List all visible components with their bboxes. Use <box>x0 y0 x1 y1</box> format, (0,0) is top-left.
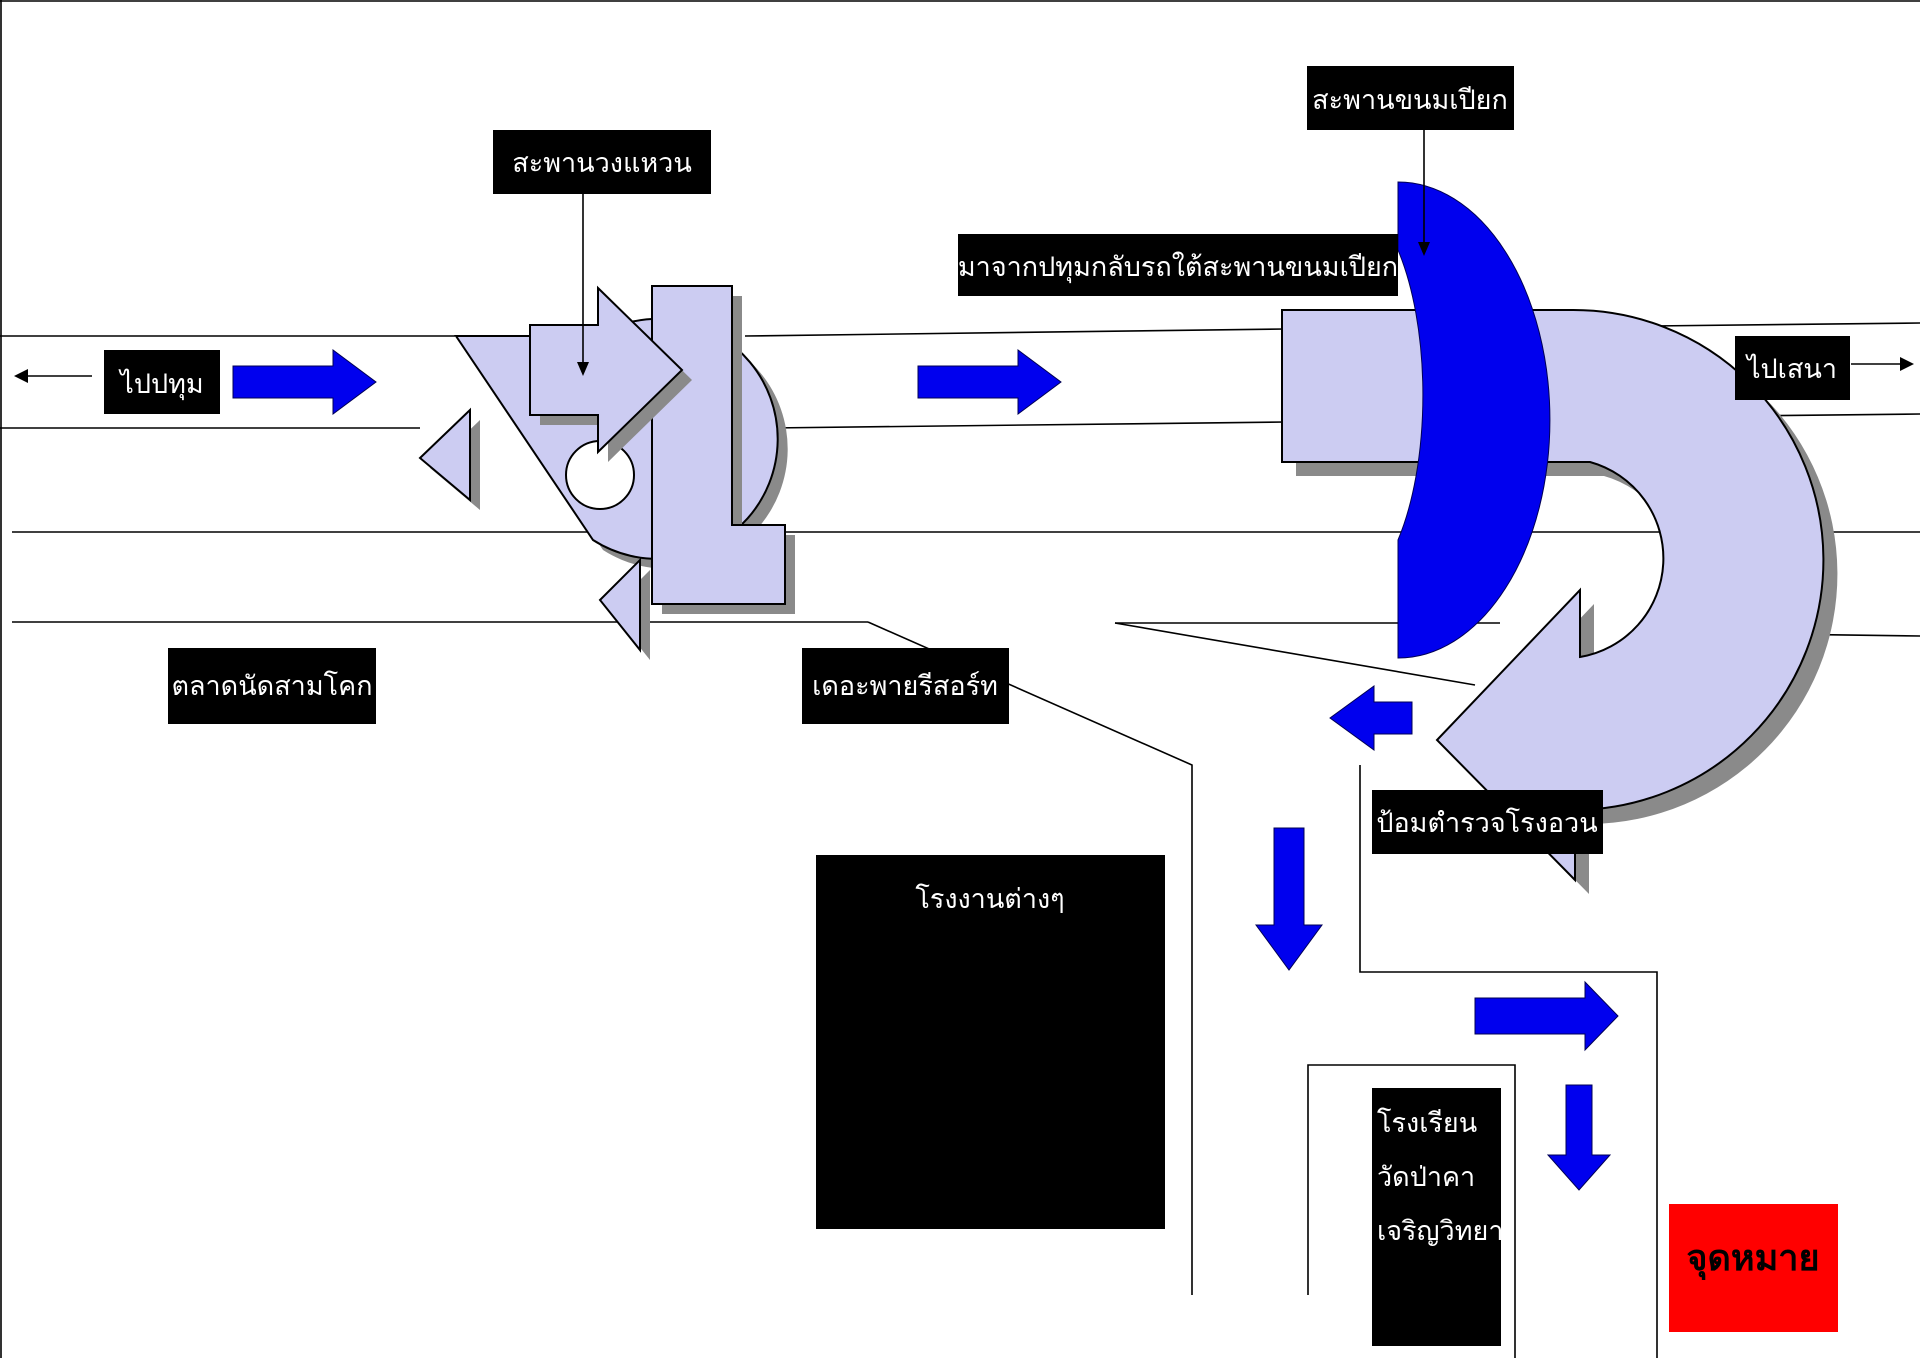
label-ring-bridge: สะพานวงแหวน <box>493 130 711 194</box>
label-khanom-piak-bridge: สะพานขนมเปียก <box>1307 66 1514 130</box>
svg-text:ไปปทุม: ไปปทุม <box>118 369 203 401</box>
svg-text:โรงงานต่างๆ: โรงงานต่างๆ <box>915 884 1064 915</box>
svg-text:วัดป่าคา: วัดป่าคา <box>1377 1162 1475 1193</box>
svg-text:จุดหมาย: จุดหมาย <box>1686 1237 1819 1281</box>
svg-text:ตลาดนัดสามโคก: ตลาดนัดสามโคก <box>171 671 372 702</box>
school-block: โรงเรียน วัดป่าคา เจริญวิทยา <box>1372 1088 1504 1346</box>
flow-arrow-east-1 <box>232 349 377 415</box>
label-sam-khok-market: ตลาดนัดสามโคก <box>168 648 376 724</box>
direction-arrows <box>14 128 1914 383</box>
label-the-pai-resort: เดอะพายรีสอร์ท <box>802 648 1009 724</box>
destination-marker: จุดหมาย <box>1669 1204 1838 1332</box>
label-from-pathum-u-turn: มาจากปทุมกลับรถใต้สะพานขนมเปียก <box>958 234 1398 296</box>
flow-arrow-south-2 <box>1546 1084 1612 1191</box>
svg-text:มาจากปทุมกลับรถใต้สะพานขนมเปีย: มาจากปทุมกลับรถใต้สะพานขนมเปียก <box>958 251 1398 284</box>
svg-text:เจริญวิทยา: เจริญวิทยา <box>1377 1216 1504 1247</box>
svg-text:ไปเสนา: ไปเสนา <box>1745 354 1837 385</box>
svg-text:สะพานขนมเปียก: สะพานขนมเปียก <box>1312 85 1508 116</box>
flow-arrow-west <box>1329 685 1413 751</box>
svg-text:สะพานวงแหวน: สะพานวงแหวน <box>512 148 692 179</box>
flow-arrows <box>232 349 1619 1191</box>
label-police-box: ป้อมตำรวจโรงอวน <box>1372 790 1603 854</box>
label-to-sena: ไปเสนา <box>1735 336 1850 400</box>
ring-bridge-ramp <box>418 285 795 660</box>
flow-arrow-east-3 <box>1474 980 1619 1052</box>
flow-arrow-south-1 <box>1255 827 1323 971</box>
factories-block: โรงงานต่างๆ <box>816 855 1165 1229</box>
svg-text:เดอะพายรีสอร์ท: เดอะพายรีสอร์ท <box>812 670 998 702</box>
flow-arrow-east-2 <box>917 349 1062 415</box>
label-to-pathum: ไปปทุม <box>104 350 220 414</box>
khanom-piak-ramp <box>1281 181 1838 895</box>
svg-text:ป้อมตำรวจโรงอวน: ป้อมตำรวจโรงอวน <box>1376 808 1597 839</box>
svg-text:โรงเรียน: โรงเรียน <box>1377 1108 1477 1139</box>
